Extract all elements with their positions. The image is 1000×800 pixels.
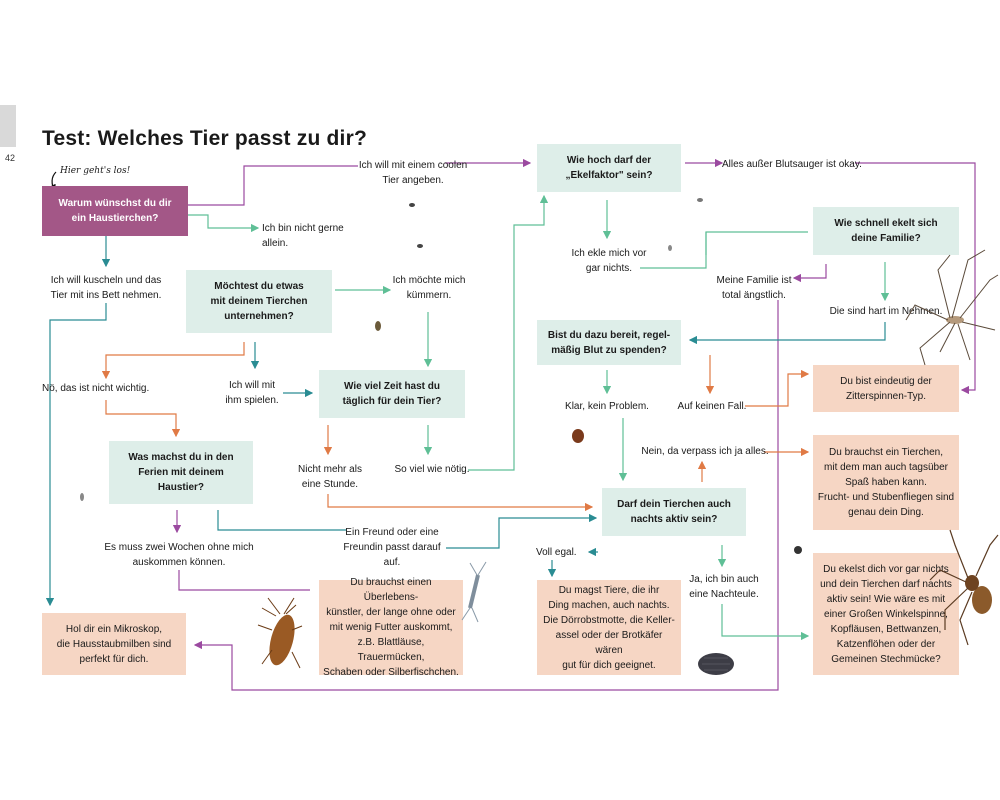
- silverfish-illustration: [461, 561, 487, 623]
- small-bug-illustrations: [80, 198, 802, 554]
- answer-night-owl: Ja, ich bin auch eine Nachteule.: [689, 574, 759, 600]
- start-hint: Hier geht's los!: [60, 166, 131, 176]
- result-flies: Du brauchst ein Tierchen, mit dem man au…: [813, 435, 959, 530]
- question-start-why-pet: Warum wünschst du dir ein Haustierchen?: [42, 186, 188, 236]
- question-holidays: Was machst du in den Ferien mit deinem H…: [109, 441, 253, 504]
- answer-no-bloodsuckers: Alles außer Blutsauger ist okay.: [722, 159, 862, 170]
- question-family-disgust: Wie schnell ekelt sich deine Familie?: [813, 207, 959, 255]
- connector-q7-from-hart: [688, 322, 886, 345]
- page-tab-marker: [0, 105, 16, 147]
- answer-no-way: Auf keinen Fall.: [677, 401, 747, 412]
- question-night-active: Darf dein Tierchen auch nachts aktiv sei…: [602, 488, 746, 536]
- woodlouse-illustration: [698, 653, 734, 675]
- answer-cool-animal: Ich will mit einem coolen Tier angeben.: [358, 160, 468, 186]
- connector-nicht-q4: [105, 400, 181, 438]
- answer-max-hour: Nicht mehr als eine Stunde.: [298, 464, 362, 490]
- result-dried-fruit-moth: Du magst Tiere, die ihr Ding machen, auc…: [537, 580, 681, 675]
- connector-kuscheln-mikro: [45, 303, 107, 607]
- answer-no-problem: Klar, kein Problem.: [565, 401, 649, 412]
- page-number: 42: [5, 153, 16, 163]
- connector-blutsauger-zitter: [855, 162, 976, 395]
- connector-aufkeinen-zitter: [745, 369, 810, 407]
- question-do-something: Möchtest du etwas mit deinem Tierchen un…: [186, 270, 332, 333]
- answer-play: Ich will mit ihm spielen.: [225, 380, 279, 406]
- answer-cuddle: Ich will kuscheln und das Tier mit ins B…: [50, 275, 162, 301]
- connector-soviel-q5: [468, 194, 549, 471]
- answer-dont-care: Voll egal.: [536, 547, 577, 558]
- answer-not-alone: Ich bin nicht gerne allein.: [262, 223, 344, 249]
- answer-family-anxious: Meine Familie ist total ängstlich.: [716, 275, 792, 301]
- answer-as-needed: So viel wie nötig.: [394, 464, 470, 475]
- connector-q2-nicht: [101, 342, 245, 380]
- cellar-spider-illustration: [905, 249, 999, 366]
- connector-q1-allein: [188, 214, 260, 233]
- connector-freund-q8: [446, 513, 598, 549]
- connector-aengstlich-mikro: [193, 300, 779, 691]
- result-house-spider: Du ekelst dich vor gar nichts und dein T…: [813, 553, 959, 675]
- connector-stunde-ueberleben: [327, 494, 594, 512]
- result-microscope: Hol dir ein Mikroskop, die Hausstaubmilb…: [42, 613, 186, 675]
- result-survivor: Du brauchst einen Überlebens- künstler, …: [319, 577, 463, 678]
- answer-miss-nothing: Nein, da verpass ich ja alles.: [641, 446, 769, 457]
- house-spider-illustration: [929, 529, 999, 646]
- question-disgust-factor: Wie hoch darf der „Ekelfaktor" sein?: [537, 144, 681, 192]
- answer-not-important: Nö, das ist nicht wichtig.: [42, 383, 150, 394]
- question-donate-blood: Bist du dazu bereit, regel- mäßig Blut z…: [537, 320, 681, 365]
- answer-care: Ich möchte mich kümmern.: [392, 275, 466, 301]
- answer-friend: Ein Freund oder eine Freundin passt dara…: [343, 527, 441, 568]
- result-cellar-spider: Du bist eindeutig der Zitterspinnen-Typ.: [813, 365, 959, 412]
- answer-tough: Die sind hart im Nehmen.: [829, 306, 943, 317]
- connector-nachteule-winkel: [721, 604, 810, 641]
- connector-ekle-q6: [640, 232, 707, 269]
- answer-disgust-nothing: Ich ekle mich vor gar nichts.: [571, 248, 647, 274]
- page-title: Test: Welches Tier passt zu dir?: [42, 127, 367, 150]
- bedbug-illustration: [572, 429, 584, 443]
- connector-q4-freund: [217, 510, 346, 531]
- connector-wochen-q8: [178, 570, 310, 591]
- question-time-per-day: Wie viel Zeit hast du täglich für dein T…: [319, 370, 465, 418]
- cockroach-illustration: [257, 597, 303, 669]
- connector-cool: [188, 165, 358, 206]
- connector-q6-aengstlich: [792, 264, 827, 283]
- answer-two-weeks: Es muss zwei Wochen ohne mich auskommen …: [104, 542, 254, 568]
